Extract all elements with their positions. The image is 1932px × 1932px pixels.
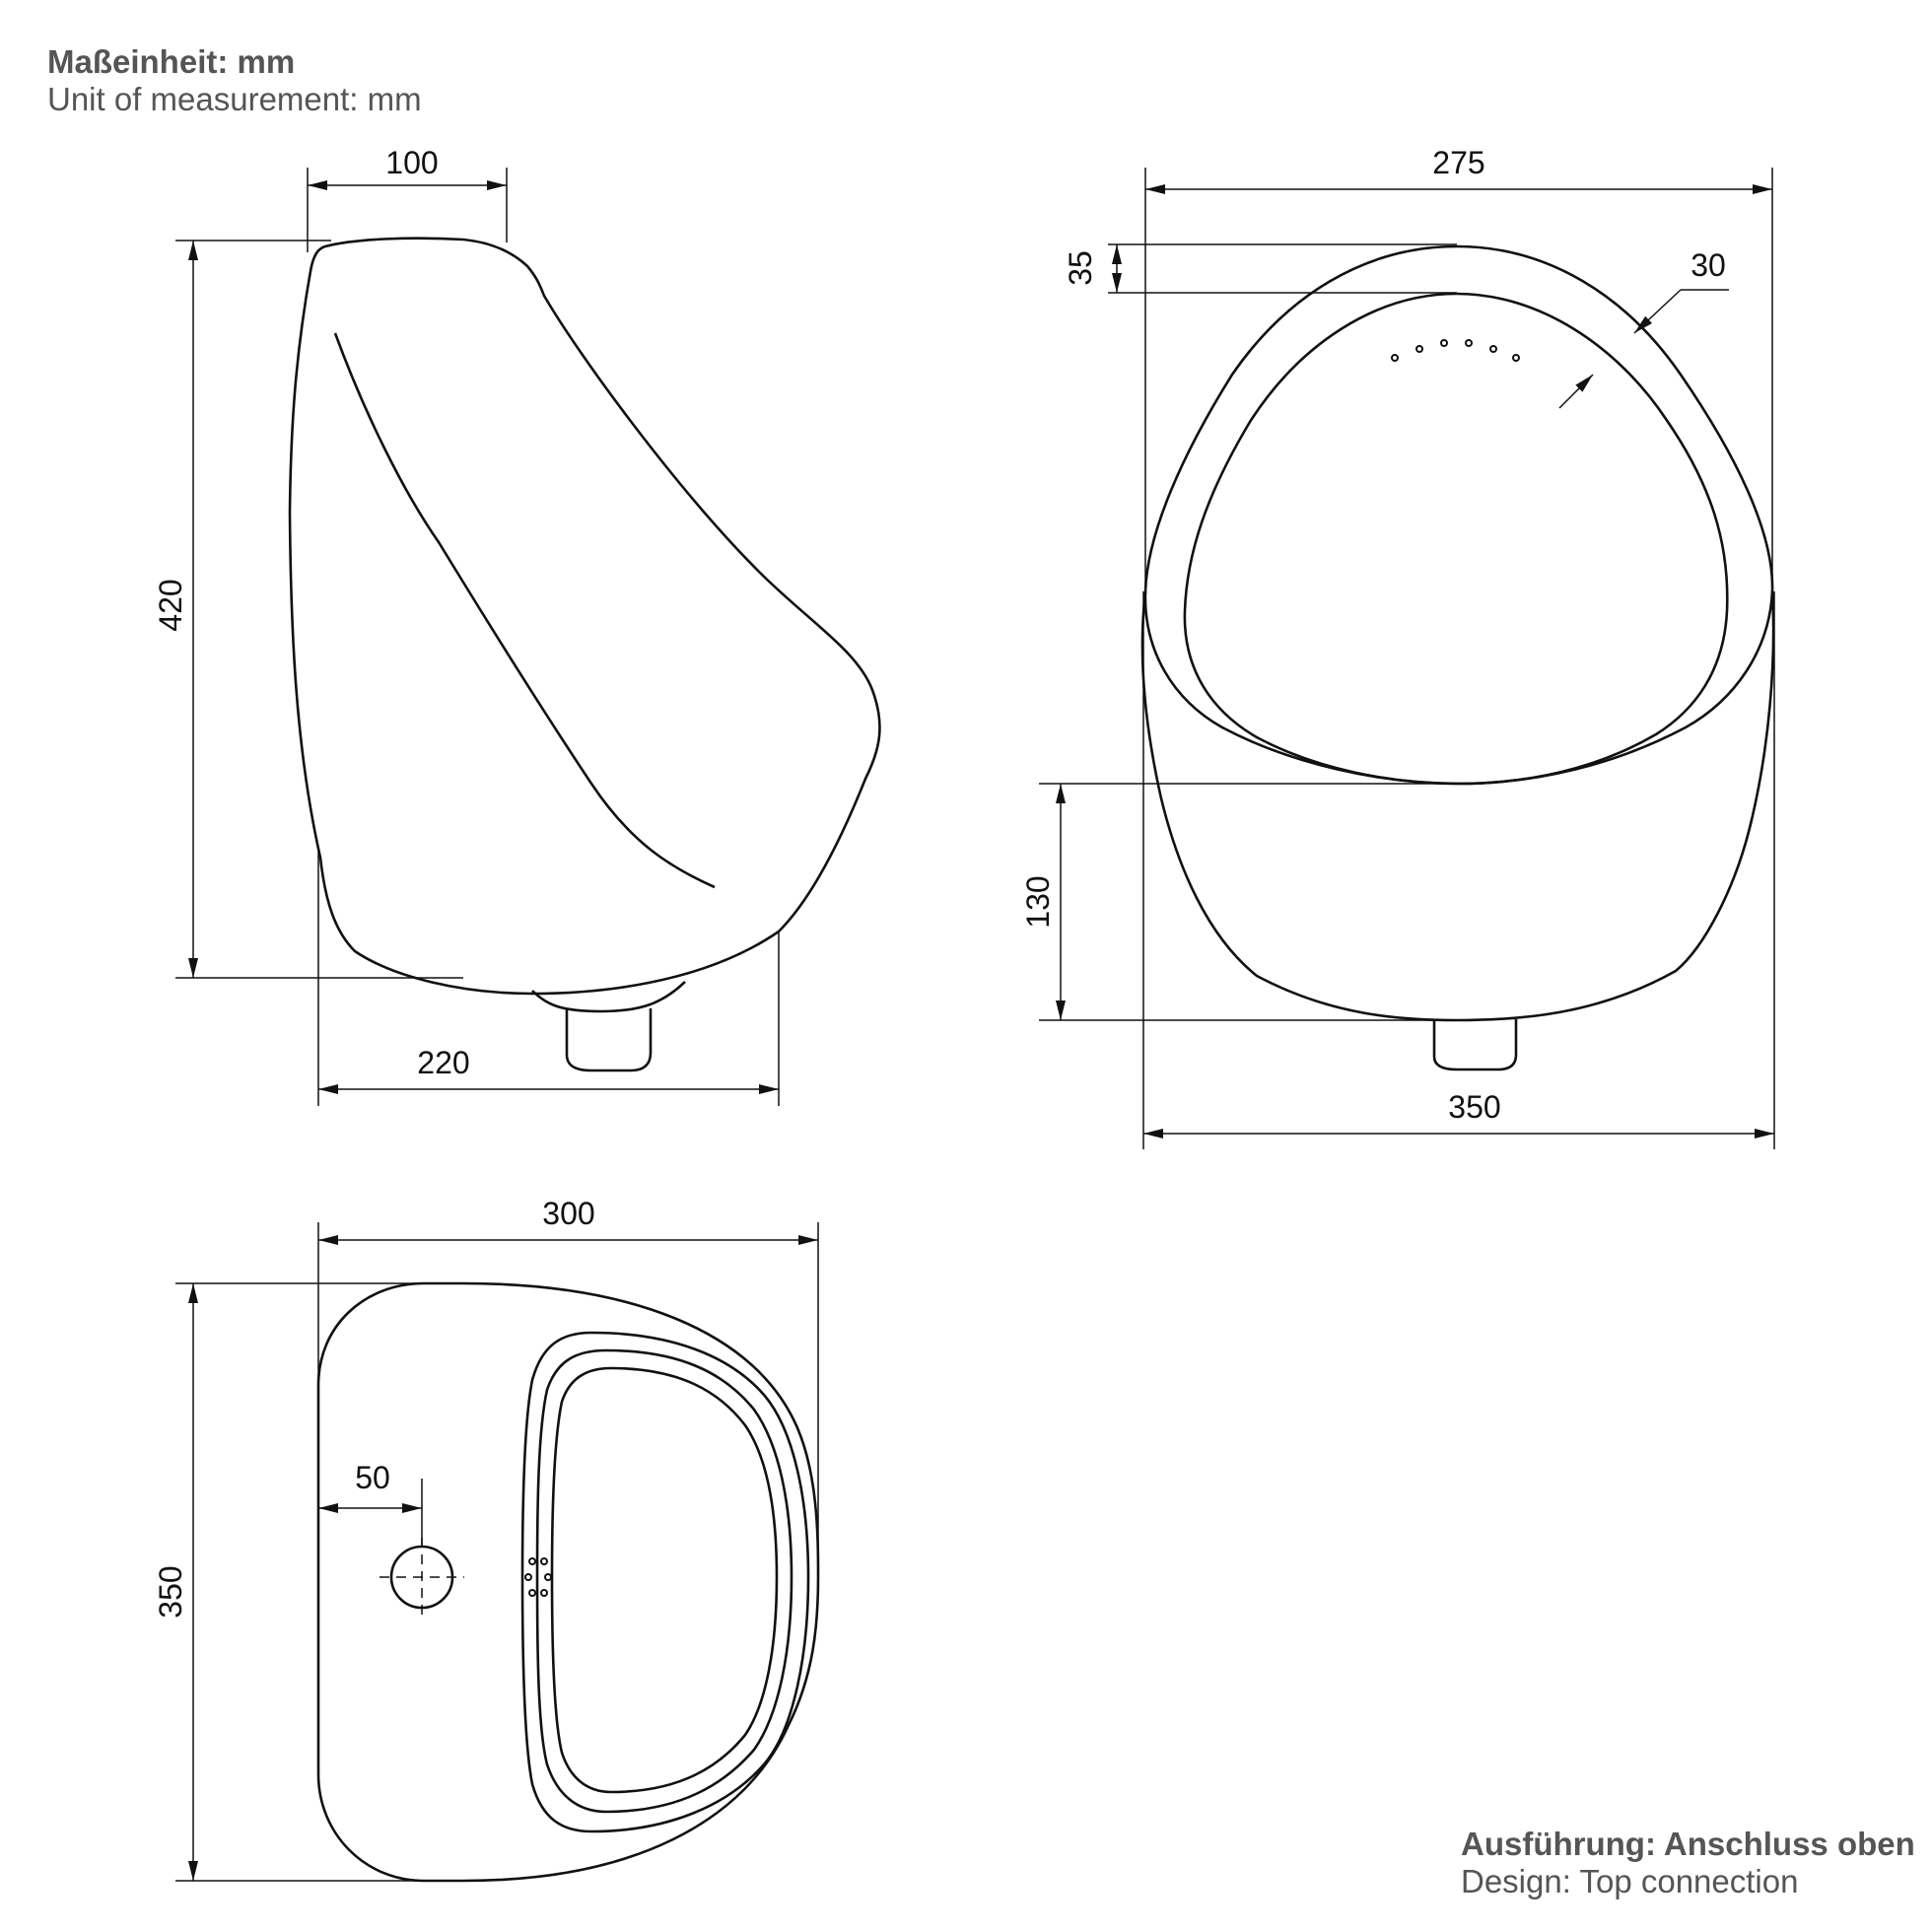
front-view-leader — [1633, 289, 1682, 334]
design-note: Ausführung: Anschluss oben Design: Top c… — [1461, 1826, 1915, 1900]
side-view-outlet-collar — [531, 981, 686, 1013]
side-view-inner-curve — [333, 332, 716, 889]
plan-view-rim-inner — [535, 1348, 794, 1814]
plan-view-spray-holes — [524, 1557, 552, 1597]
side-view-body-outline — [288, 237, 881, 996]
plan-view-outer-outline — [316, 1281, 820, 1883]
front-view-rim-inner — [1183, 292, 1729, 786]
front-view-spray-holes — [1391, 339, 1520, 362]
front-view-top-width-value: 275 — [1432, 145, 1484, 180]
plan-view-width-value: 300 — [542, 1196, 594, 1231]
side-view-outlet-pipe — [565, 1008, 653, 1072]
side-view-depth-top-value: 100 — [385, 145, 438, 180]
front-view-rim-outer — [1143, 244, 1774, 786]
front-view-leader — [1558, 374, 1594, 409]
unit-label-de: Maßeinheit: mm — [47, 43, 296, 80]
front-view-outlet-height-value: 130 — [1020, 875, 1056, 928]
plan-view-depth-value: 350 — [153, 1565, 188, 1618]
plan-view-bowl-inner — [550, 1366, 779, 1794]
unit-label-en: Unit of measurement: mm — [47, 80, 422, 117]
front-view-bowl-outline — [1140, 590, 1775, 1022]
unit-note: Maßeinheit: mm Unit of measurement: mm — [47, 43, 422, 118]
front-view-rim-thickness-value: 30 — [1690, 247, 1726, 283]
design-label-en: Design: Top connection — [1461, 1862, 1799, 1899]
side-view-height-value: 420 — [153, 579, 188, 631]
front-view-outlet-pipe — [1432, 1019, 1518, 1071]
front-view-bottom-width-value: 350 — [1448, 1089, 1500, 1125]
plan-view: 300 350 50 — [153, 1196, 820, 1883]
plan-view-rim-outer — [520, 1331, 810, 1833]
plan-view-inlet-offset-value: 50 — [355, 1460, 390, 1495]
front-view-rim-offset-value: 35 — [1063, 250, 1098, 286]
side-view: 100 420 220 — [153, 145, 881, 1106]
side-view-depth-bottom-value: 220 — [417, 1045, 469, 1080]
front-view: 275 35 30 130 350 — [1020, 145, 1775, 1149]
design-label-de: Ausführung: Anschluss oben — [1461, 1826, 1915, 1862]
